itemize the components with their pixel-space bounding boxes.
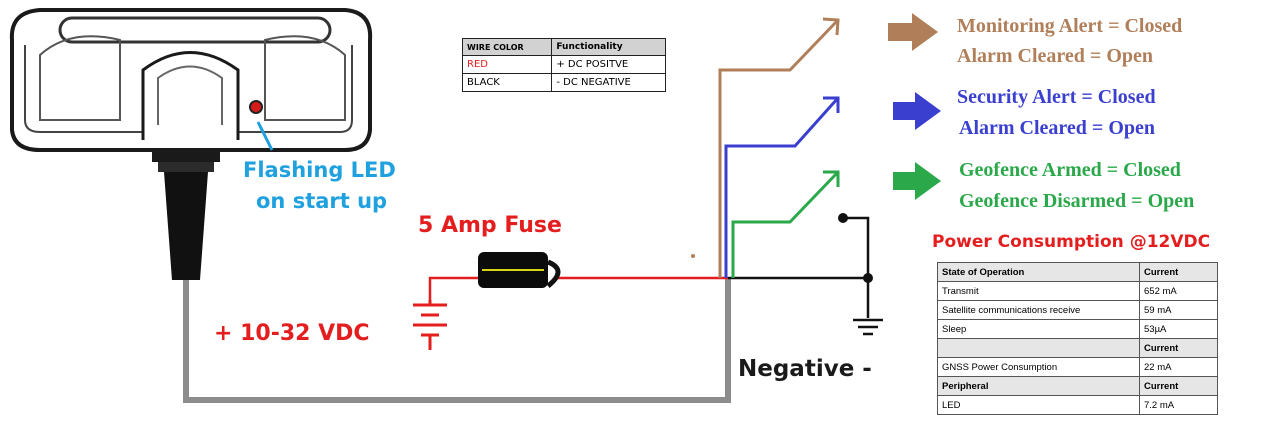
black-wire [728,276,870,318]
state-cell: Sleep [937,319,1140,339]
switch-node [838,213,848,223]
current-cell: 59 mA [1139,300,1218,320]
state-cell: LED [937,395,1140,415]
brown-arrow-icon [888,13,938,51]
blue-arrow-icon [893,92,941,130]
battery-symbol [413,300,447,350]
state-cell: Transmit [937,281,1140,301]
state-cell: Satellite communications receive [937,300,1140,320]
table-row: RED + DC POSITVE [461,55,666,74]
negative-label: Negative - [738,356,872,382]
ground-symbol [853,318,883,336]
current-cell: 7.2 mA [1139,395,1218,415]
gray-wire [183,278,731,403]
voltage-label: + 10-32 VDC [214,321,370,346]
junction-node [863,273,873,283]
fuse [478,252,561,288]
led-pointer [256,121,274,151]
table-header-cell: Functionality [551,38,666,56]
monitoring-alert-line2: Alarm Cleared = Open [957,45,1153,67]
led-indicator [249,100,263,114]
wire-color-cell: BLACK [461,73,553,92]
led-label-line1: Flashing LED [243,158,396,182]
table-row: Current [937,338,1218,358]
current-cell: Current [1139,376,1218,396]
current-cell: Current [1139,262,1218,282]
wire-function-cell: + DC POSITVE [551,55,666,74]
wire-color-cell: RED [461,55,553,74]
red-wire [428,276,728,300]
state-cell: GNSS Power Consumption [937,357,1140,377]
monitoring-alert-line1: Monitoring Alert = Closed [957,15,1182,37]
geofence-line1: Geofence Armed = Closed [959,159,1181,181]
geofence-line2: Geofence Disarmed = Open [959,190,1194,212]
current-cell: 53µA [1139,319,1218,339]
table-row: BLACK - DC NEGATIVE [461,73,666,92]
current-cell: 22 mA [1139,357,1218,377]
wire-color-table: WIRE COLOR Functionality RED + DC POSITV… [461,38,666,92]
blue-output-wire [724,96,840,278]
green-arrow-icon [893,162,941,200]
state-cell [937,338,1140,358]
table-header-cell: WIRE COLOR [461,38,553,56]
security-alert-line2: Alarm Cleared = Open [959,117,1155,139]
black-switch [843,216,870,278]
current-cell: 652 mA [1139,281,1218,301]
table-row: WIRE COLOR Functionality [461,38,666,56]
brown-output-wire [718,18,840,278]
wire-function-cell: - DC NEGATIVE [551,73,666,92]
state-cell: State of Operation [937,262,1140,282]
led-label-line2: on start up [256,189,387,213]
power-title: Power Consumption @12VDC [932,232,1211,252]
cable-connector [152,148,220,280]
current-cell: Current [1139,338,1218,358]
green-output-wire [731,170,840,278]
security-alert-line1: Security Alert = Closed [957,86,1156,108]
state-cell: Peripheral [937,376,1140,396]
device-unit [9,8,373,152]
fuse-label: 5 Amp Fuse [418,213,562,238]
